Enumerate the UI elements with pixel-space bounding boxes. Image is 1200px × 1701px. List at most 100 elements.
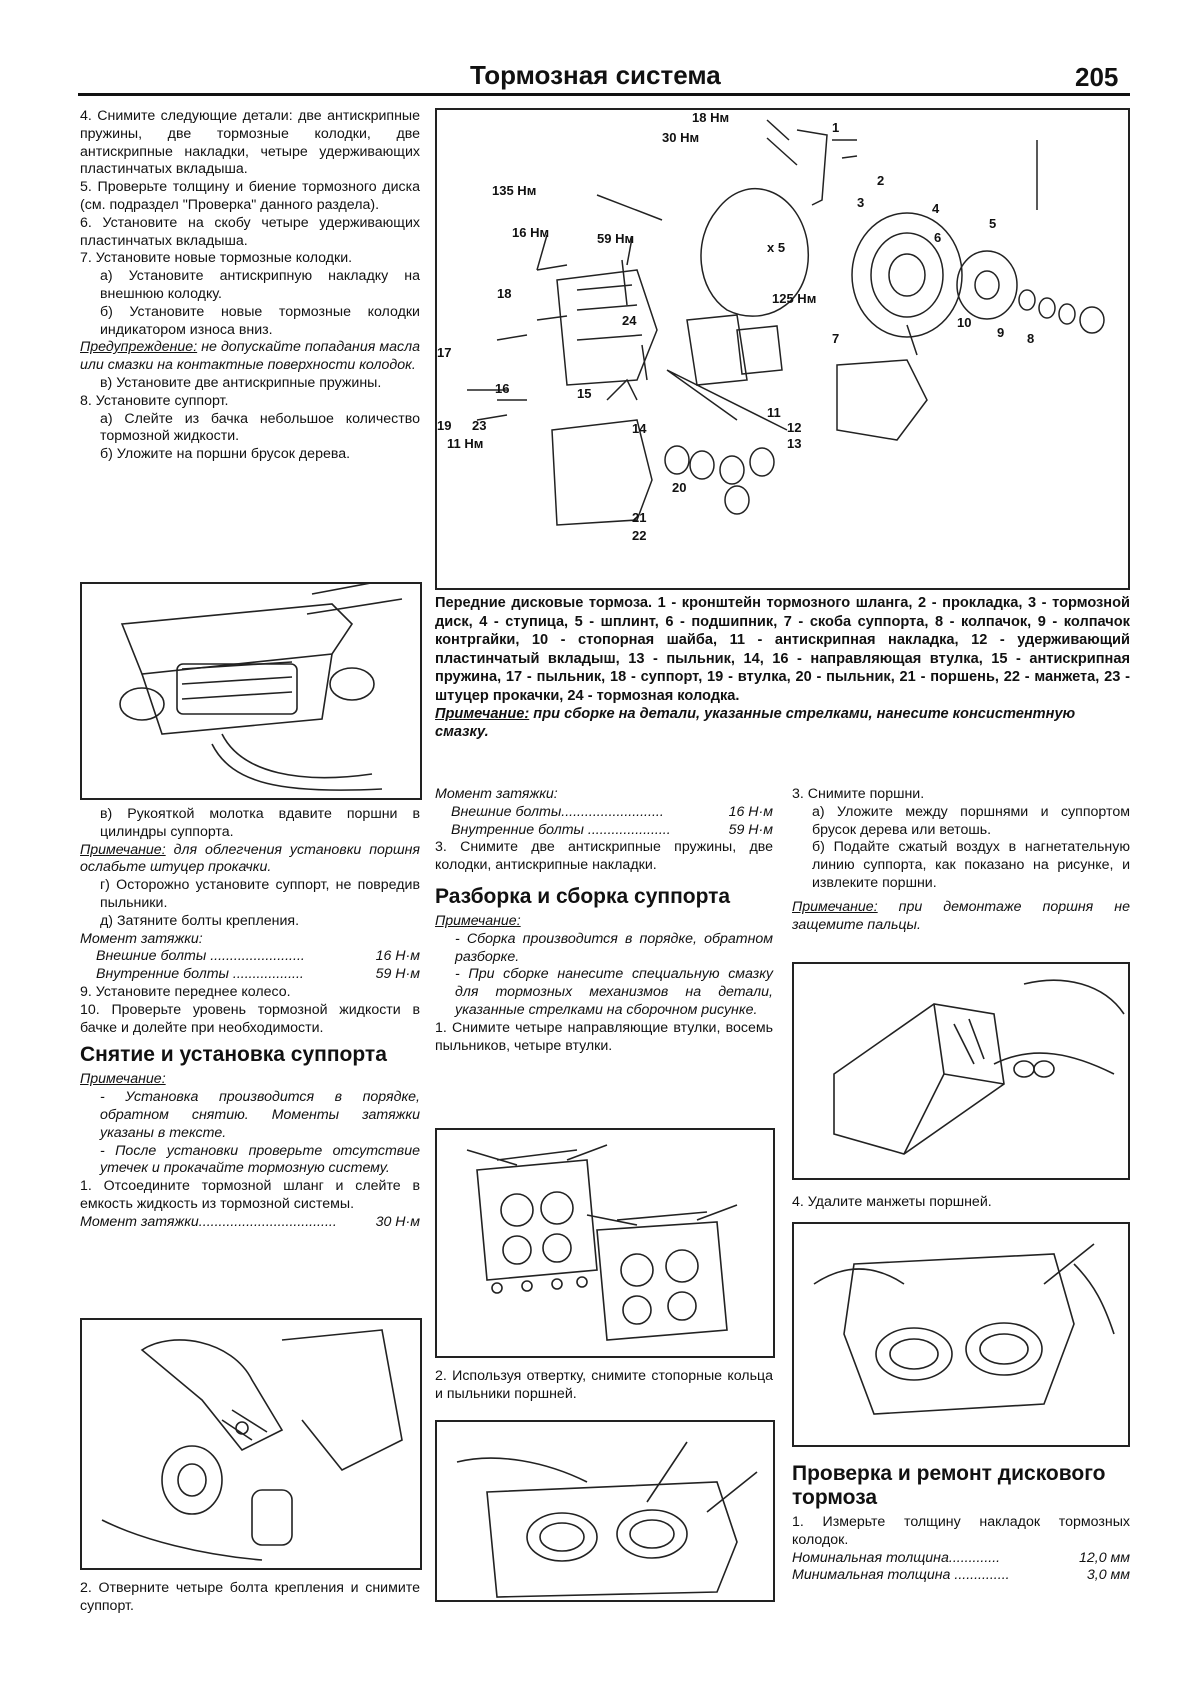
remove-step-1: 1. Отсоедините тормозной шланг и слейте … (80, 1178, 420, 1212)
part-8: 8 (1027, 331, 1034, 346)
torque-hose-label: Момент затяжки..........................… (80, 1213, 337, 1230)
check-step-1: 1. Измерьте толщину накладок тормозных к… (792, 1514, 1130, 1548)
step-8b: б) Уложите на поршни брусок дерева. (100, 446, 351, 463)
label-125nm: 125 Нм (772, 291, 816, 306)
note-bleeder-text: для облегчения установки поршня ослабьте… (80, 841, 420, 876)
page-title: Тормозная система (470, 60, 721, 90)
right-column-bottom: Проверка и ремонт дискового тормоза 1. И… (792, 1462, 1130, 1585)
section-heading-check: Проверка и ремонт дискового тормоза (792, 1462, 1106, 1509)
minimal-thickness: Минимальная толщина .............. 3,0 мм (792, 1567, 1130, 1585)
step-6: 6. Установите на скобу четыре удерживающ… (80, 214, 420, 249)
dis-step-3b: б) Подайте сжатый воздух в нагнетательну… (812, 839, 1130, 891)
warning-text: не допускайте попадания масла или смазки… (80, 339, 420, 374)
torque-outer-label: Внешние болты ........................ (96, 948, 305, 965)
right-column-top: 3. Снимите поршни. а) Уложите между порш… (792, 786, 1130, 934)
label-18nm: 18 Нм (692, 110, 729, 125)
part-17: 17 (437, 345, 451, 360)
figure-snap-rings (435, 1420, 775, 1602)
remove-pistons-illustration (833, 979, 1125, 1155)
part-16: 16 (495, 381, 509, 396)
label-11nm: 11 Нм (447, 436, 483, 451)
label-59nm: 59 Нм (597, 231, 634, 246)
part-23: 23 (472, 418, 486, 433)
step-10: 10. Проверьте уровень тормозной жидкости… (80, 1001, 420, 1036)
figure-caption: Передние дисковые тормоза. 1 - кронштейн… (435, 595, 1130, 704)
part-3: 3 (857, 195, 864, 210)
step-7: 7. Установите новые тормозные колодки. (80, 250, 353, 267)
part-14: 14 (632, 421, 647, 436)
step-4: 4. Снимите следующие детали: две антискр… (80, 108, 420, 178)
figure-remove-caliper (80, 1318, 422, 1570)
part-6: 6 (934, 230, 941, 245)
middle-column-top: Момент затяжки: Внешние болты...........… (435, 786, 773, 1055)
step-9: 9. Установите переднее колесо. (80, 983, 291, 1000)
part-18: 18 (497, 286, 511, 301)
caption-note-text: при сборке на детали, указанные стрелкам… (435, 706, 1076, 740)
mid-torque-outer-label: Внешние болты.......................... (451, 803, 664, 820)
mid-torque-outer: Внешние болты.......................... 1… (435, 804, 773, 822)
mid-torque-inner-value: 59 Н·м (728, 821, 773, 838)
remove-caliper-illustration (101, 1329, 403, 1561)
torque-heading: Момент затяжки: (80, 930, 203, 947)
label-x5: x 5 (767, 240, 785, 255)
caption-note-heading: Примечание: (435, 706, 530, 722)
minimal-thickness-label: Минимальная толщина .............. (792, 1567, 1010, 1584)
minimal-thickness-value: 3,0 мм (1086, 1567, 1130, 1584)
mid-torque-inner: Внутренние болты ..................... 59… (435, 822, 773, 840)
mid-torque-heading: Момент затяжки: (435, 786, 558, 802)
right-note-text: при демонтаже поршня не защемите пальцы. (792, 898, 1130, 933)
mid-step-3: 3. Снимите две антискрипные пружины, две… (435, 839, 773, 874)
part-4: 4 (932, 201, 940, 216)
exploded-brake-diagram: 18 Нм 30 Нм 135 Нм 16 Нм 59 Нм 125 Нм 11… (437, 110, 1105, 543)
part-11: 11 (767, 405, 781, 420)
label-135nm: 135 Нм (492, 183, 536, 198)
press-pistons-illustration (119, 578, 403, 791)
part-22: 22 (632, 528, 646, 543)
header-rule (78, 93, 1130, 96)
part-24: 24 (622, 313, 637, 328)
part-10: 10 (957, 315, 971, 330)
step-8e: д) Затяните болты крепления. (100, 912, 300, 929)
snap-rings-illustration (456, 1441, 758, 1598)
dis-step-1: 1. Снимите четыре направляющие втулки, в… (435, 1019, 773, 1054)
dis-step-2: 2. Используя отвертку, снимите стопорные… (435, 1368, 773, 1402)
step-7a: а) Установите антискрипную накладку на в… (100, 268, 420, 302)
figure-press-pistons (80, 578, 422, 800)
remove-seals-illustration (813, 1243, 1115, 1415)
mid-note-heading: Примечание: (435, 912, 521, 929)
left-column-top: 4. Снимите следующие детали: две антискр… (80, 108, 420, 464)
caption-note: Примечание: при сборке на детали, указан… (435, 705, 1130, 741)
middle-column-caption-2: 2. Используя отвертку, снимите стопорные… (435, 1368, 773, 1404)
part-13: 13 (787, 436, 801, 451)
left-column-middle: в) Рукояткой молотка вдавите поршни в ци… (80, 806, 420, 1232)
part-5: 5 (989, 216, 996, 231)
note-remove-a: - Установка производится в порядке, обра… (100, 1089, 420, 1141)
step-5: 5. Проверьте толщину и биение тормозного… (80, 179, 420, 213)
page-number: 205 (1075, 62, 1119, 92)
dis-step-4: 4. Удалите манжеты поршней. (792, 1194, 992, 1210)
mid-note-b: - При сборке нанесите специальную смазку… (455, 966, 773, 1018)
part-12: 12 (787, 420, 801, 435)
torque-inner-value: 59 Н·м (375, 966, 420, 983)
warning-heading: Предупреждение: (80, 339, 198, 356)
dis-step-3a: а) Уложите между поршнями и суппортом бр… (812, 803, 1130, 838)
right-note: Примечание: при демонтаже поршня не заще… (792, 899, 1130, 935)
part-21: 21 (632, 510, 646, 525)
part-19: 19 (437, 418, 451, 433)
section-heading-remove: Снятие и установка суппорта (80, 1043, 387, 1067)
mid-torque-outer-value: 16 Н·м (728, 803, 773, 820)
figure-caption-block: Передние дисковые тормоза. 1 - кронштейн… (435, 594, 1130, 741)
step-8c: в) Рукояткой молотка вдавите поршни в ци… (100, 806, 420, 840)
part-15: 15 (577, 386, 591, 401)
right-column-caption-4: 4. Удалите манжеты поршней. (792, 1194, 1130, 1212)
mid-torque-inner-label: Внутренние болты ..................... (451, 821, 671, 838)
part-2: 2 (877, 173, 884, 188)
note-remove-b: - После установки проверьте отсутствие у… (100, 1142, 420, 1177)
torque-hose-value: 30 Н·м (375, 1213, 420, 1230)
torque-inner-label: Внутренние болты .................. (96, 966, 304, 983)
nominal-thickness-label: Номинальная толщина............. (792, 1549, 1001, 1566)
part-20: 20 (672, 480, 686, 495)
nominal-thickness-value: 12,0 мм (1078, 1549, 1130, 1566)
step-8a: а) Слейте из бачка небольшое количество … (100, 410, 420, 445)
step-8d: г) Осторожно установите суппорт, не повр… (100, 877, 420, 911)
